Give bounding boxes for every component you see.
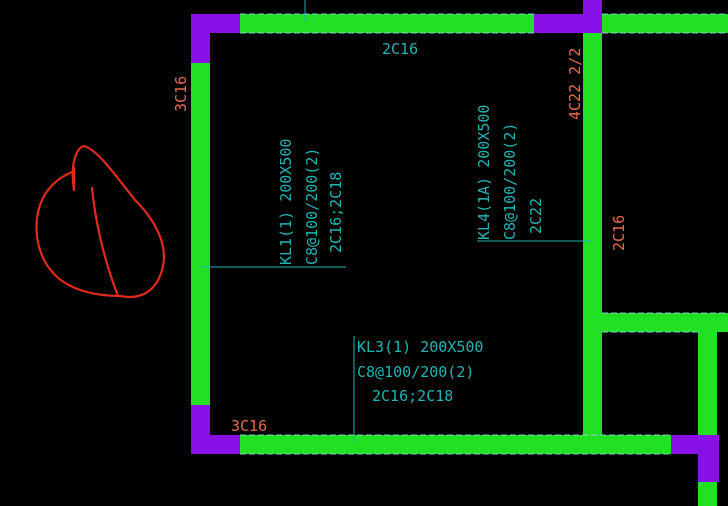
beam-right-horizontal[interactable] [602,313,728,332]
column-top-right-cap[interactable] [583,0,602,14]
kl1-line1: KL1(1) 200X500 [277,139,295,265]
kl3-line1: KL3(1) 200X500 [357,338,483,356]
column-bottom-right[interactable] [671,435,719,482]
kl4-line3: 2C22 [527,198,545,234]
annotation-kl1[interactable]: KL1(1) 200X500 C8@100/200(2) 2C16;2C18 [277,139,345,265]
beam-bottom[interactable] [209,435,671,454]
column-top-left[interactable] [191,14,240,63]
hand-drawn-leaf-icon[interactable] [35,144,165,299]
kl1-line3: 2C16;2C18 [327,172,345,253]
label-top-beam-rebar: 2C16 [382,40,418,58]
column-top-middle[interactable] [534,14,602,33]
beam-edge-lines [240,13,728,455]
kl4-line1: KL4(1A) 200X500 [475,105,493,240]
columns [191,0,719,482]
beam-left[interactable] [191,33,210,407]
beam-top[interactable] [209,14,599,33]
column-bottom-left[interactable] [191,405,240,454]
kl4-line2: C8@100/200(2) [501,123,519,240]
label-left-beam-rebar: 3C16 [172,76,190,112]
beams [191,14,728,506]
annotation-kl4[interactable]: KL4(1A) 200X500 C8@100/200(2) 2C22 [475,105,545,240]
kl1-line2: C8@100/200(2) [303,148,321,265]
kl3-line2: C8@100/200(2) [357,363,474,381]
kl3-line3: 2C16;2C18 [372,387,453,405]
label-right-beam-rebar: 2C16 [610,215,628,251]
label-bottom-left-rebar: 3C16 [231,417,267,435]
label-right-beam-top-rebar: 4C22 2/2 [566,48,584,120]
beam-right-vertical[interactable] [583,33,602,435]
leader-lines [200,0,592,444]
beam-top-right[interactable] [599,14,728,33]
annotation-kl3[interactable]: KL3(1) 200X500 C8@100/200(2) 2C16;2C18 [357,338,483,405]
